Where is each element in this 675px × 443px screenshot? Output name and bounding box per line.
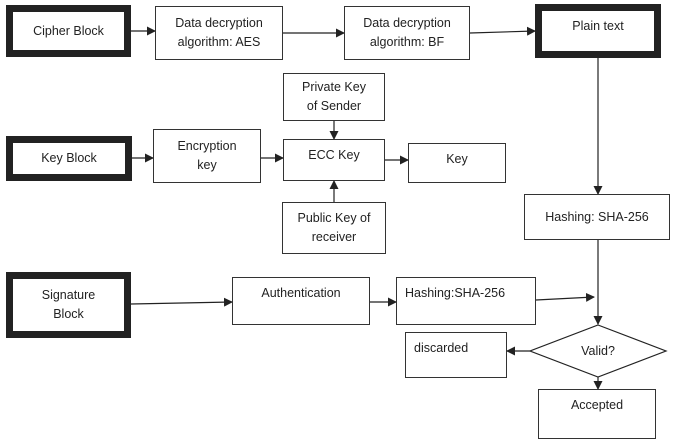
aes-decryption-node: Data decryption algorithm: AES	[155, 6, 283, 60]
private-key-node: Private Key of Sender	[283, 73, 385, 121]
signature-block-node: Signature Block	[6, 272, 131, 338]
plain-text-node: Plain text	[535, 4, 661, 58]
key-block-node: Key Block	[6, 136, 132, 181]
hashing-sha256-top-node: Hashing: SHA-256	[524, 194, 670, 240]
hashing-sha256-bottom-node: Hashing:SHA-256	[396, 277, 536, 325]
authentication-node: Authentication	[232, 277, 370, 325]
encryption-key-node: Encryption key	[153, 129, 261, 183]
bf-decryption-node: Data decryption algorithm: BF	[344, 6, 470, 60]
accepted-node: Accepted	[538, 389, 656, 439]
public-key-node: Public Key of receiver	[282, 202, 386, 254]
key-node: Key	[408, 143, 506, 183]
ecc-key-node: ECC Key	[283, 139, 385, 181]
edge-bf-to-plaintext	[469, 26, 536, 36]
edge-hashing-to-merge	[535, 292, 595, 302]
valid-decision-diamond	[528, 324, 668, 378]
discarded-node: discarded	[405, 332, 507, 378]
valid-decision-label: Valid?	[581, 344, 615, 358]
cipher-block-node: Cipher Block	[6, 5, 131, 57]
edge-signature-to-auth	[130, 297, 233, 307]
